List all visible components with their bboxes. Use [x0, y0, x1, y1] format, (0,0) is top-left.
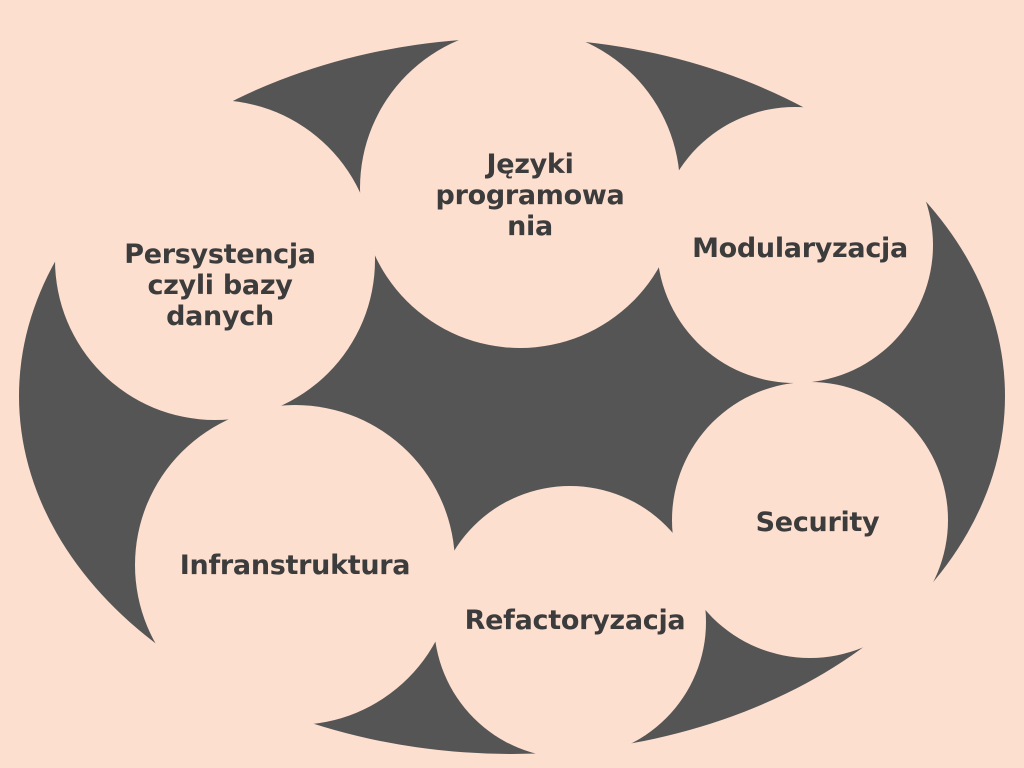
label-line: programowa	[435, 179, 625, 211]
label-line: danych	[166, 300, 274, 332]
node-label-modularyzacja: Modularyzacja	[670, 228, 930, 268]
label-line: Refactoryzacja	[464, 604, 686, 636]
node-label-security: Security	[720, 502, 915, 542]
node-label-infranstruktura: Infranstruktura	[155, 545, 435, 585]
label-line: Języki	[486, 148, 574, 180]
label-line: nia	[507, 210, 553, 242]
circle-security	[672, 382, 948, 658]
label-line: Infranstruktura	[179, 549, 411, 581]
node-label-jezyki-programowania: Języki programowa nia	[420, 140, 640, 250]
circle-refactoryzacja	[434, 486, 706, 758]
circle-persystencja	[55, 100, 375, 420]
circle-jezyki-programowania	[360, 28, 680, 348]
node-label-refactoryzacja: Refactoryzacja	[440, 600, 710, 640]
node-label-persystencja: Persystencja czyli bazy danych	[100, 230, 340, 340]
circle-modularyzacja	[657, 107, 933, 383]
label-line: Security	[755, 506, 880, 538]
label-line: Modularyzacja	[692, 232, 908, 264]
label-line: czyli bazy	[147, 269, 293, 301]
label-line: Persystencja	[124, 238, 316, 270]
circle-infranstruktura	[135, 405, 455, 725]
